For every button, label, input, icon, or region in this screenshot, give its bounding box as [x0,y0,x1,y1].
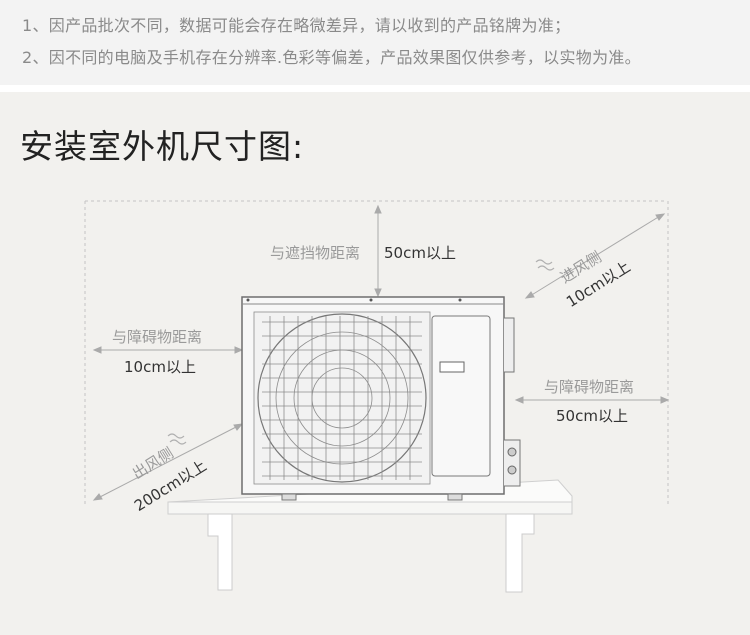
side-panel [431,315,491,477]
top-clearance-desc: 与遮挡物距离 [270,244,361,262]
outdoor-unit [241,296,521,501]
notice-line-1: 1、因产品批次不同，数据可能会存在略微差异，请以收到的产品铭牌为准； [22,16,571,35]
nameplate [439,361,465,373]
measure-arrows [92,204,670,501]
left-clearance-value: 10cm以上 [124,358,196,376]
right-clearance-value: 50cm以上 [556,407,628,425]
intake-arrow [529,215,661,297]
side-vent [504,317,515,373]
left-clearance-desc: 与障碍物距离 [112,328,203,346]
wind-icon [167,259,555,445]
service-valves [504,439,521,487]
right-foot [447,493,463,501]
left-bracket [207,513,233,591]
right-bracket [505,513,535,593]
left-foot [281,493,297,501]
clearance-guides [84,200,669,505]
notice-banner: 1、因产品批次不同，数据可能会存在略微差异，请以收到的产品铭牌为准； 2、因不同… [0,0,750,85]
mounting-shelf [167,479,573,593]
outlet-arrow [97,425,239,499]
fan-grille-icon [253,311,431,485]
page-title: 安装室外机尺寸图: [20,127,305,166]
notice-line-2: 2、因不同的电脑及手机存在分辨率.色彩等偏差，产品效果图仅供参考，以实物为准。 [22,48,641,67]
top-clearance-value: 50cm以上 [384,244,456,262]
right-clearance-desc: 与障碍物距离 [544,378,635,396]
